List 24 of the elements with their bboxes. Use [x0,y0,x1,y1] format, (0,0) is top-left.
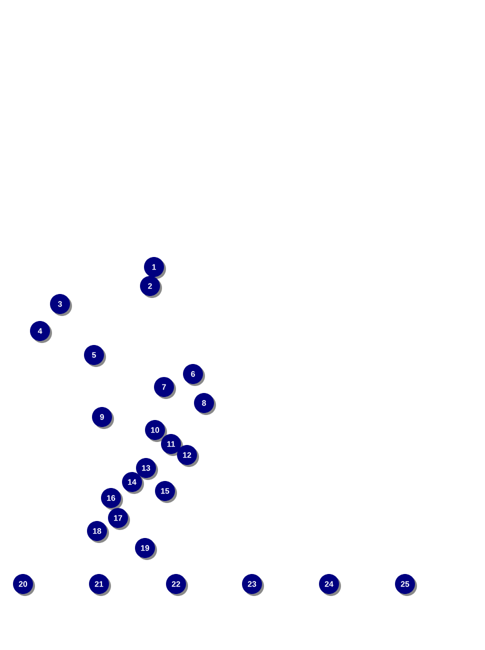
callout-number: 6 [183,364,205,386]
callout-number: 21 [89,574,111,596]
callout-number: 9 [92,407,114,429]
callout-number: 16 [101,488,123,510]
callout-number: 2 [140,276,162,298]
callout-number: 19 [135,538,157,560]
callout-number: 20 [13,574,35,596]
callout-number: 7 [154,377,176,399]
callout-number: 12 [177,445,199,467]
callout-number: 24 [319,574,341,596]
callout-number: 22 [166,574,188,596]
callout-number: 17 [108,508,130,530]
callout-number: 23 [242,574,264,596]
callout-number: 18 [87,521,109,543]
callout-number: 15 [155,481,177,503]
callout-number: 5 [84,345,106,367]
callout-number: 3 [50,294,72,316]
callout-number: 4 [30,321,52,343]
callout-number: 8 [194,393,216,415]
callout-number: 25 [395,574,417,596]
callout-number: 13 [136,458,158,480]
callout-number: 10 [145,420,167,442]
callout-number: 14 [122,472,144,494]
callout-number: 1 [144,257,166,279]
